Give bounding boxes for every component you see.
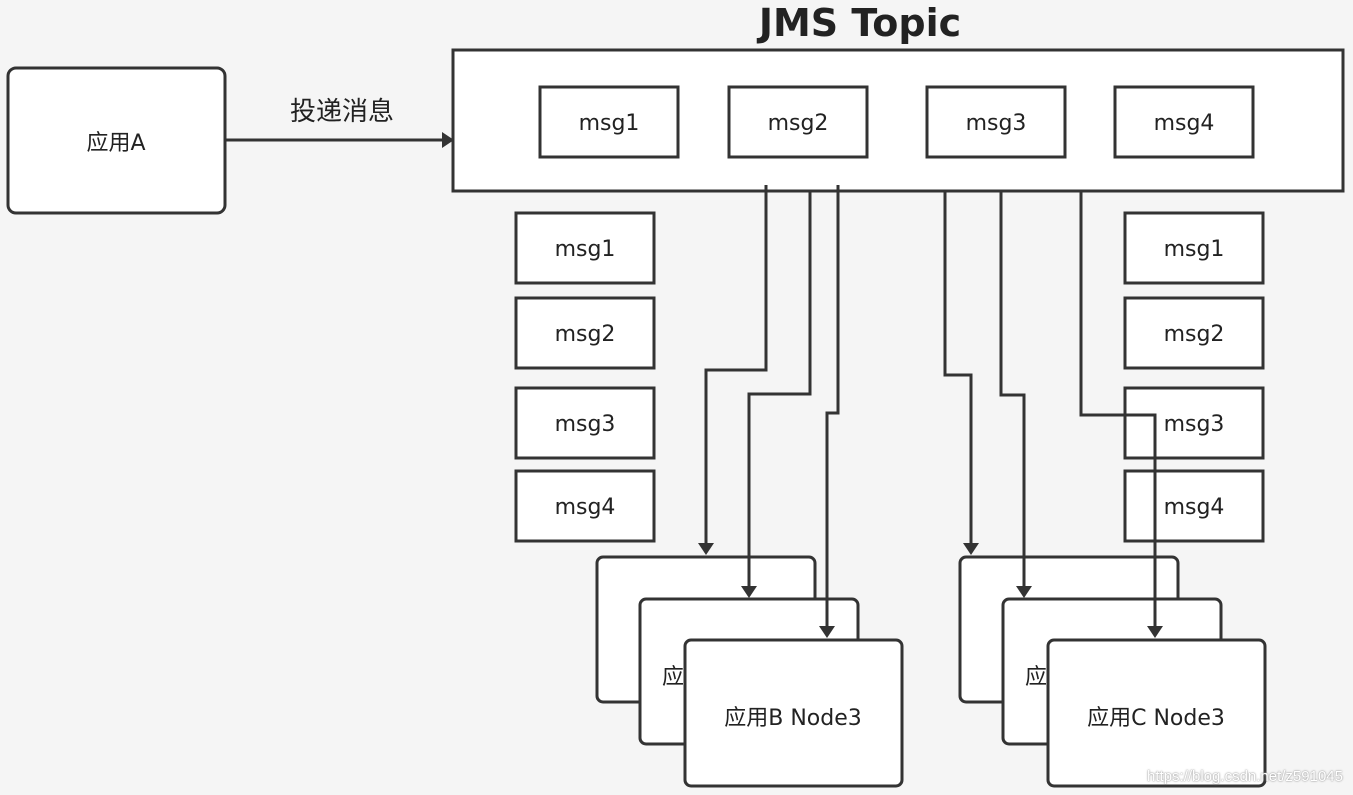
app-c-node-front [1046,638,1267,788]
watermark: https://blog.csdn.net/z591045 [1147,768,1343,785]
topic-msg-1-label: msg1 [579,111,640,136]
topic-title: JMS Topic [756,1,961,45]
left-queue-msg-4-label: msg4 [555,495,616,520]
right-queue-msg-3: msg3 [1123,386,1265,460]
app-c-stack: 应 应用C Node3 [958,555,1267,788]
left-queue: msg1 msg2 msg3 msg4 [514,211,656,543]
topic-msg-2-label: msg2 [768,111,829,136]
app-c-front-label: 应用C Node3 [1087,706,1225,731]
connector-c-2 [999,192,1032,598]
connector-c-1 [943,192,979,555]
left-queue-msg-2: msg2 [514,296,656,370]
topic-msg-4-label: msg4 [1154,111,1215,136]
left-queue-msg-3-label: msg3 [555,412,616,437]
app-a-node: 应用A [6,66,227,215]
left-queue-msg-1: msg1 [514,211,656,285]
right-queue-msg-4-label: msg4 [1164,495,1225,520]
right-queue-msg-4: msg4 [1123,469,1265,543]
topic-msg-2: msg2 [727,85,869,159]
app-c-partial-label: 应 [1025,665,1047,690]
right-queue-msg-3-label: msg3 [1164,412,1225,437]
app-b-partial-label: 应 [662,665,684,690]
app-b-node-front [683,638,904,788]
right-queue-msg-2-label: msg2 [1164,322,1225,347]
right-queue-msg-2: msg2 [1123,296,1265,370]
connector-b-2 [741,192,812,598]
topic-msg-3-label: msg3 [966,111,1027,136]
connector-b-3 [819,185,840,638]
left-queue-msg-1-label: msg1 [555,237,616,262]
app-a-label: 应用A [86,131,145,156]
connector-c-3 [1079,192,1163,638]
left-queue-msg-3: msg3 [514,386,656,460]
left-queue-msg-4: msg4 [514,469,656,543]
right-queue-msg-1-label: msg1 [1164,237,1225,262]
topic-msg-1: msg1 [538,85,680,159]
right-queue-msg-1: msg1 [1123,211,1265,285]
right-queue: msg1 msg2 msg3 msg4 [1123,211,1265,543]
left-queue-msg-2-label: msg2 [555,322,616,347]
app-b-front-label: 应用B Node3 [724,706,862,731]
app-b-stack: 应 应用B Node3 [595,555,904,788]
topic-msg-3: msg3 [925,85,1067,159]
delivery-label: 投递消息 [290,97,394,127]
connector-b-1 [698,185,768,555]
topic-msg-4: msg4 [1113,85,1255,159]
